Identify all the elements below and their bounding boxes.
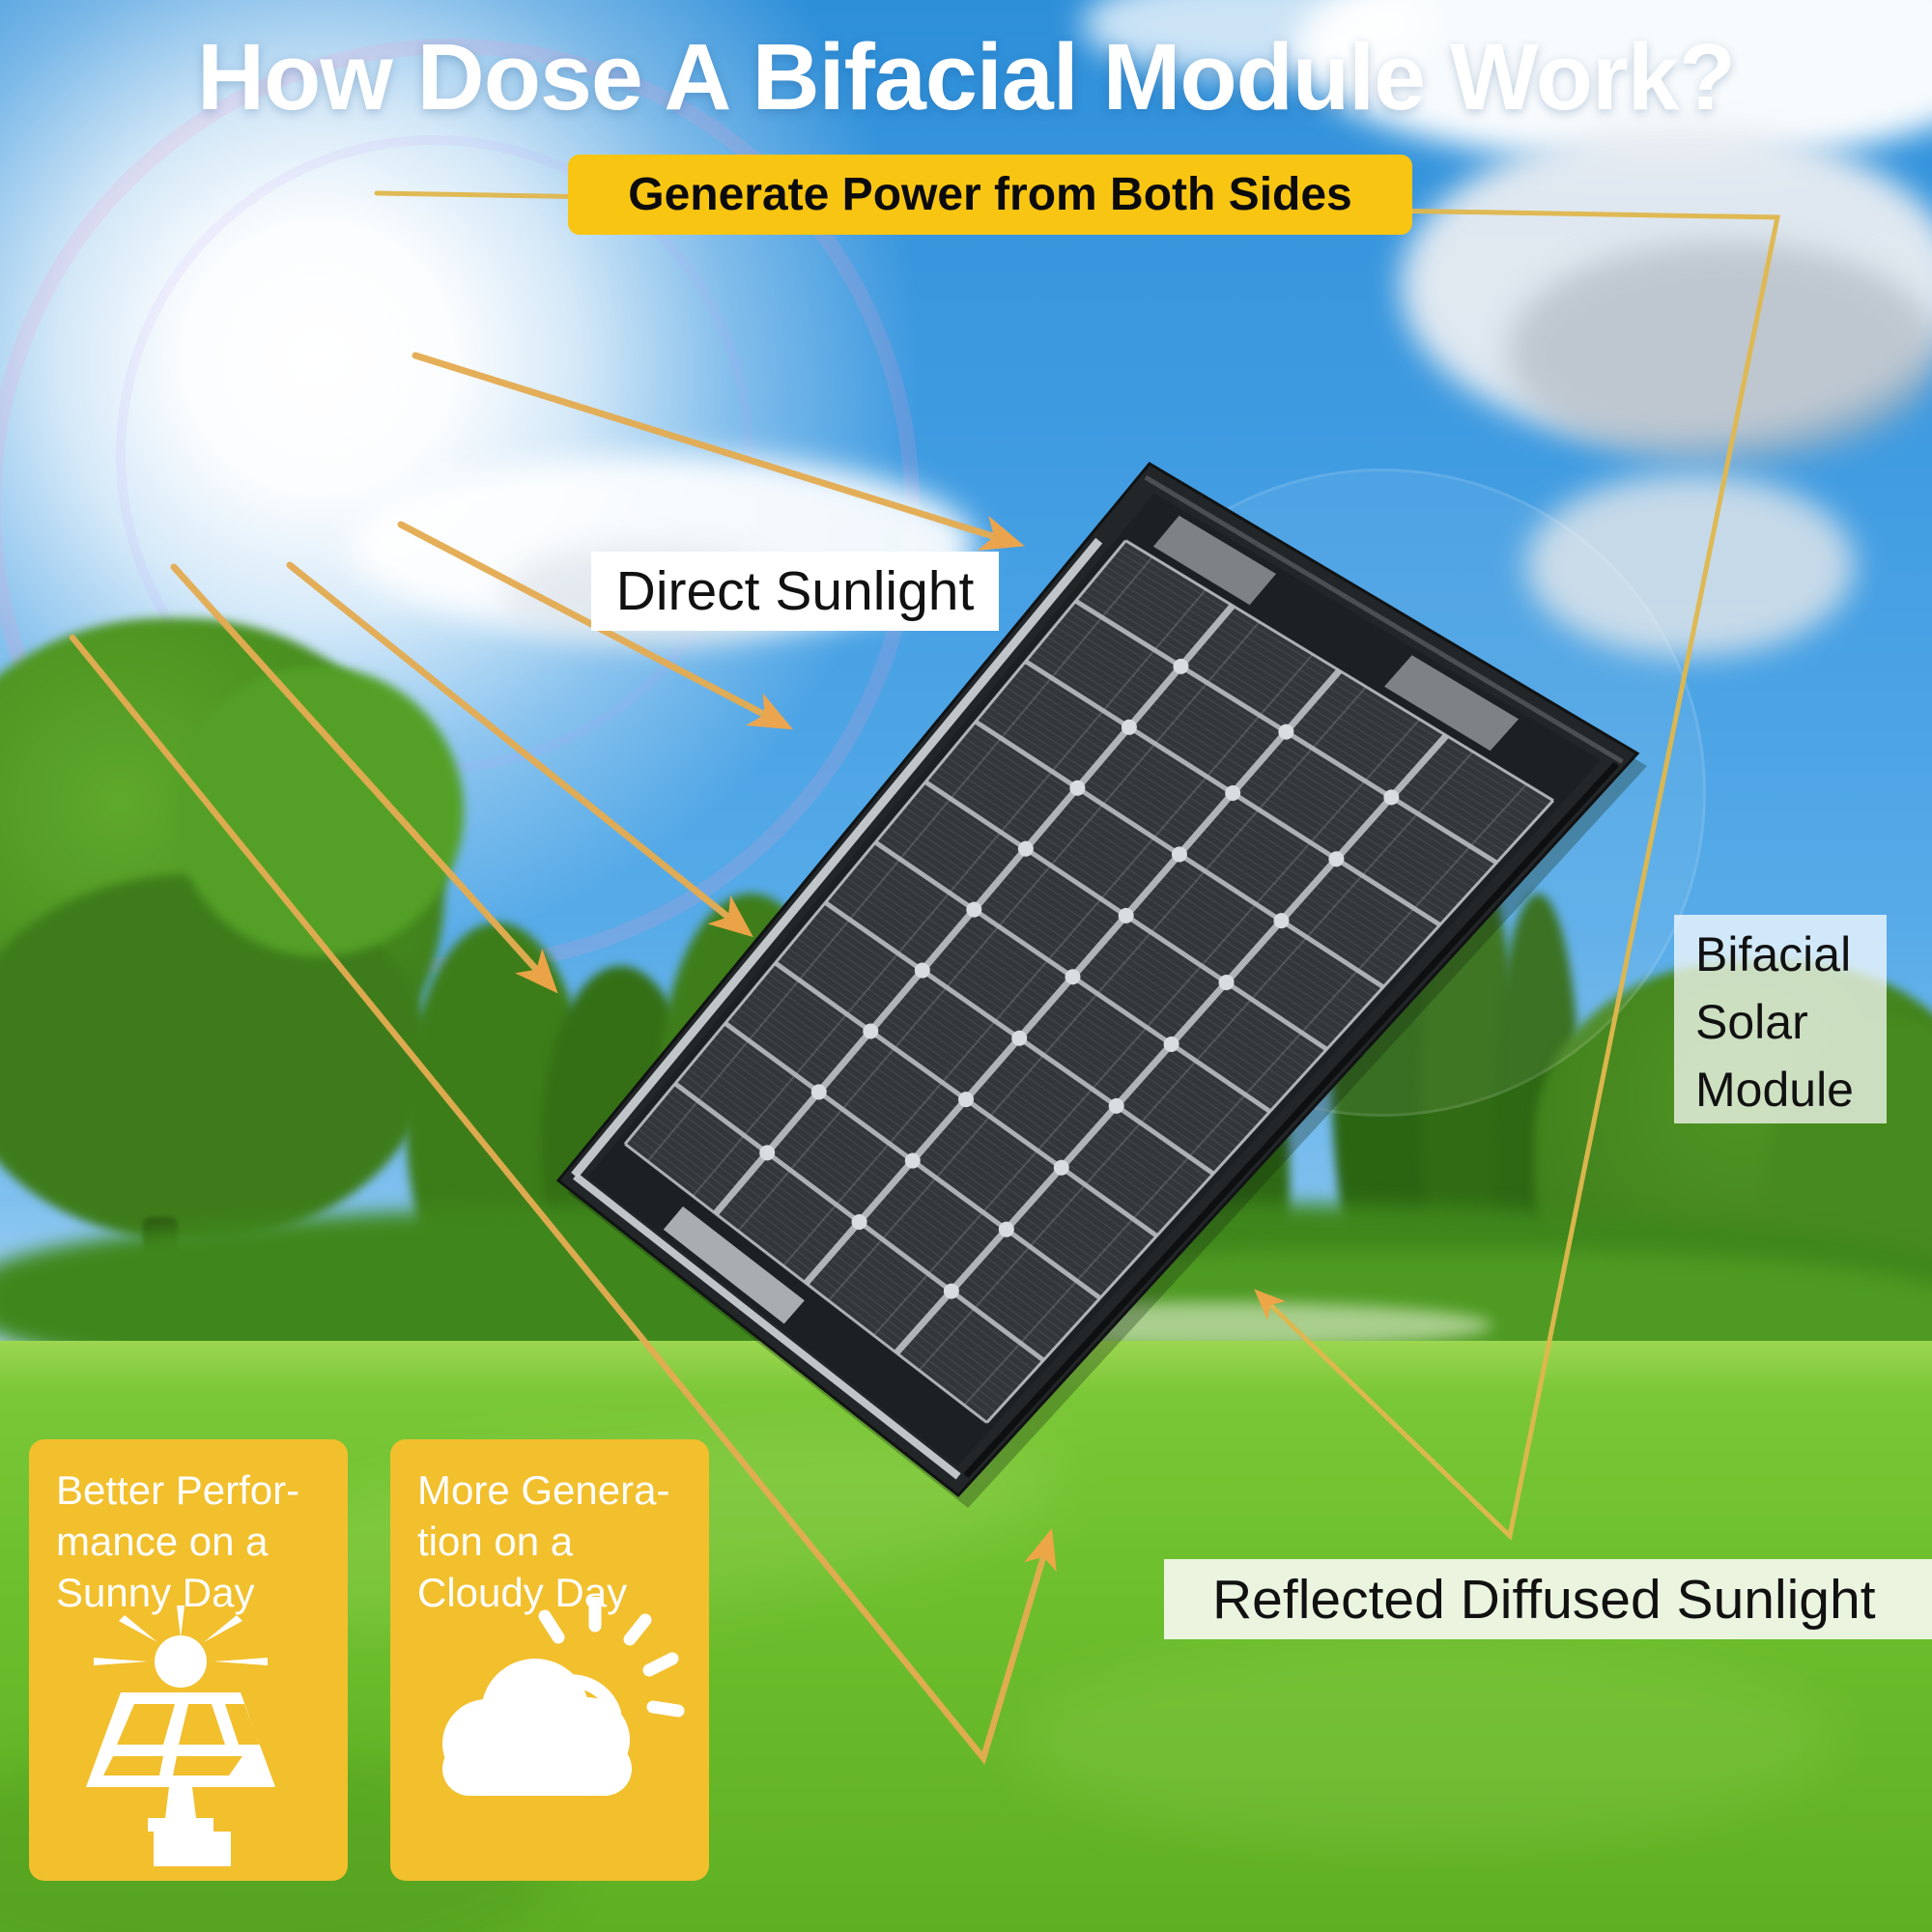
bifacial-solar-panel bbox=[555, 462, 1647, 1508]
label-reflected-diffused-sunlight: Reflected Diffused Sunlight bbox=[1164, 1559, 1932, 1639]
benefit-card-sunny-text: Better Perfor- mance on a Sunny Day bbox=[56, 1467, 300, 1615]
benefit-card-cloudy-day: More Genera- tion on a Cloudy Day bbox=[390, 1439, 709, 1881]
sun-over-solar-panel-icon bbox=[86, 1605, 275, 1866]
label-module-line3: Module bbox=[1695, 1063, 1854, 1117]
benefit-card-sunny-day: Better Perfor- mance on a Sunny Day bbox=[29, 1439, 348, 1881]
label-module-line1: Bifacial bbox=[1695, 927, 1852, 981]
label-module-line2: Solar bbox=[1695, 995, 1808, 1049]
label-bifacial-solar-module: Bifacial Solar Module bbox=[1674, 915, 1887, 1123]
sun-ray-1 bbox=[412, 352, 1025, 551]
subtitle-text: Generate Power from Both Sides bbox=[628, 169, 1352, 220]
page-title: How Dose A Bifacial Module Work? bbox=[196, 24, 1736, 129]
benefit-card-cloudy-text: More Genera- tion on a Cloudy Day bbox=[417, 1467, 670, 1615]
subtitle-banner: Generate Power from Both Sides bbox=[568, 155, 1412, 235]
sun-ray-3 bbox=[286, 561, 753, 938]
sun-behind-cloud-icon bbox=[442, 1597, 685, 1796]
sun-ray-4 bbox=[170, 563, 558, 994]
label-direct-sunlight: Direct Sunlight bbox=[591, 552, 999, 631]
ground-bounce-ray bbox=[69, 634, 1057, 1765]
